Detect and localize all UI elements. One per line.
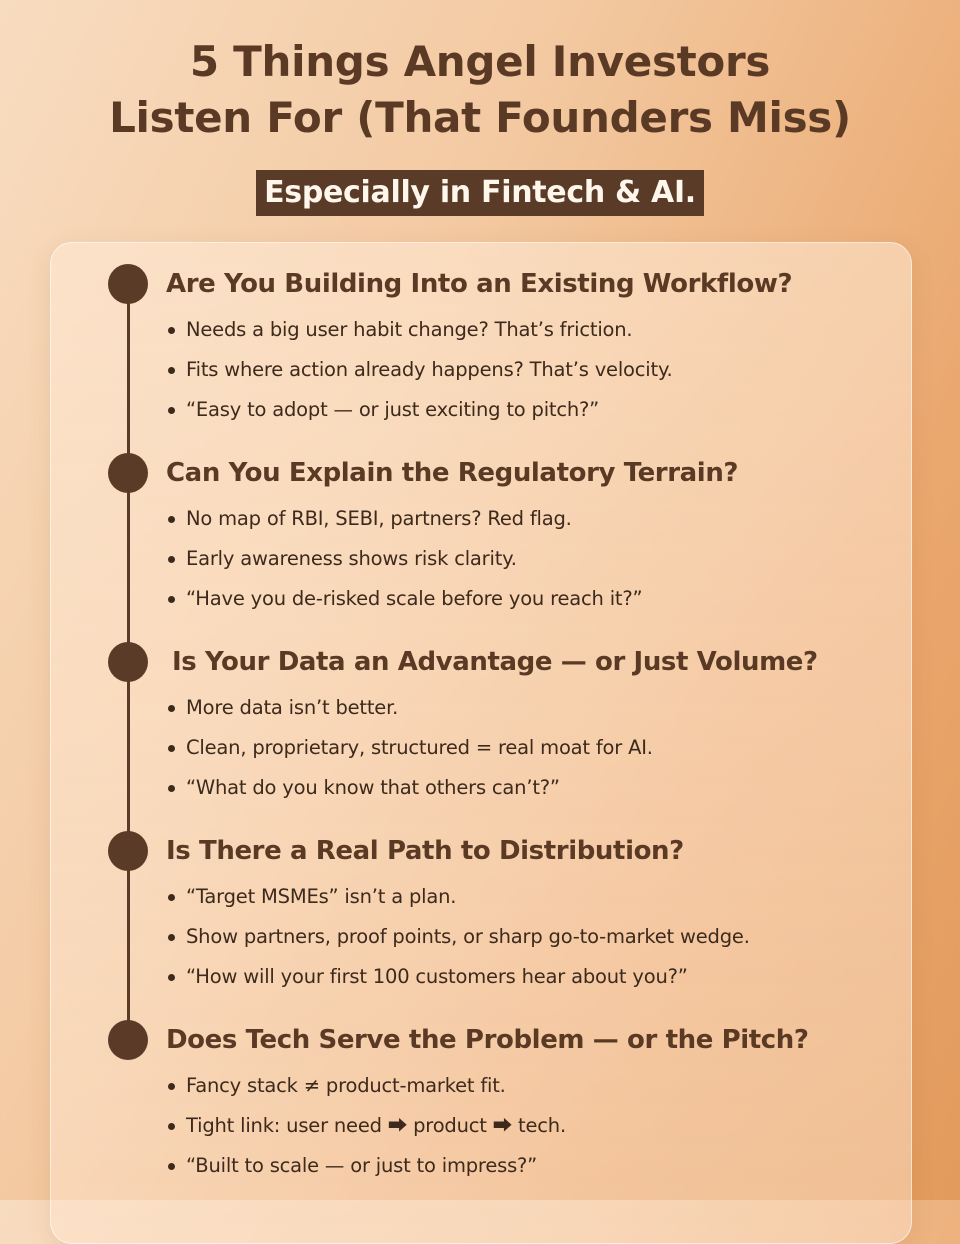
bullet-item: Needs a big user habit change? That’s fr… — [166, 310, 673, 350]
content-card — [50, 242, 912, 1244]
timeline-dot-icon — [108, 264, 148, 304]
bullet-item: More data isn’t better. — [166, 688, 653, 728]
bullet-item: “What do you know that others can’t?” — [166, 768, 653, 808]
bullet-list: Fancy stack ≠ product-market fit. Tight … — [166, 1066, 566, 1186]
bullet-item: Fits where action already happens? That’… — [166, 350, 673, 390]
section-heading: Does Tech Serve the Problem — or the Pit… — [166, 1025, 809, 1055]
timeline-dot-icon — [108, 831, 148, 871]
subtitle-badge: Especially in Fintech & AI. — [256, 170, 704, 216]
bullet-item: Show partners, proof points, or sharp go… — [166, 917, 750, 957]
title-line-2: Listen For (That Founders Miss) — [109, 93, 851, 142]
bullet-list: No map of RBI, SEBI, partners? Red flag.… — [166, 499, 643, 619]
section-heading: Is Your Data an Advantage — or Just Volu… — [172, 647, 818, 677]
bullet-item: “Have you de-risked scale before you rea… — [166, 579, 643, 619]
bullet-item: “Easy to adopt — or just exciting to pit… — [166, 390, 673, 430]
section-heading: Are You Building Into an Existing Workfl… — [166, 269, 793, 299]
bullet-item: Clean, proprietary, structured = real mo… — [166, 728, 653, 768]
bullet-item: “How will your first 100 customers hear … — [166, 957, 750, 997]
title-line-1: 5 Things Angel Investors — [189, 37, 771, 86]
bullet-item: “Target MSMEs” isn’t a plan. — [166, 877, 750, 917]
bullet-list: More data isn’t better. Clean, proprieta… — [166, 688, 653, 808]
subtitle-container: Especially in Fintech & AI. — [0, 170, 960, 216]
timeline-dot-icon — [108, 642, 148, 682]
page-title: 5 Things Angel Investors Listen For (Tha… — [0, 34, 960, 146]
bullet-item: No map of RBI, SEBI, partners? Red flag. — [166, 499, 642, 539]
section-heading: Can You Explain the Regulatory Terrain? — [166, 458, 739, 488]
timeline-dot-icon — [108, 453, 148, 493]
bullet-item: Early awareness shows risk clarity. — [166, 539, 642, 579]
bullet-item: “Built to scale — or just to impress?” — [166, 1146, 566, 1186]
section-heading: Is There a Real Path to Distribution? — [166, 836, 684, 866]
bullet-list: “Target MSMEs” isn’t a plan. Show partne… — [166, 877, 750, 997]
bullet-item: Tight link: user need ⮕ product ⮕ tech. — [166, 1106, 566, 1146]
bullet-item: Fancy stack ≠ product-market fit. — [166, 1066, 566, 1106]
timeline-dot-icon — [108, 1020, 148, 1060]
bullet-list: Needs a big user habit change? That’s fr… — [166, 310, 673, 430]
